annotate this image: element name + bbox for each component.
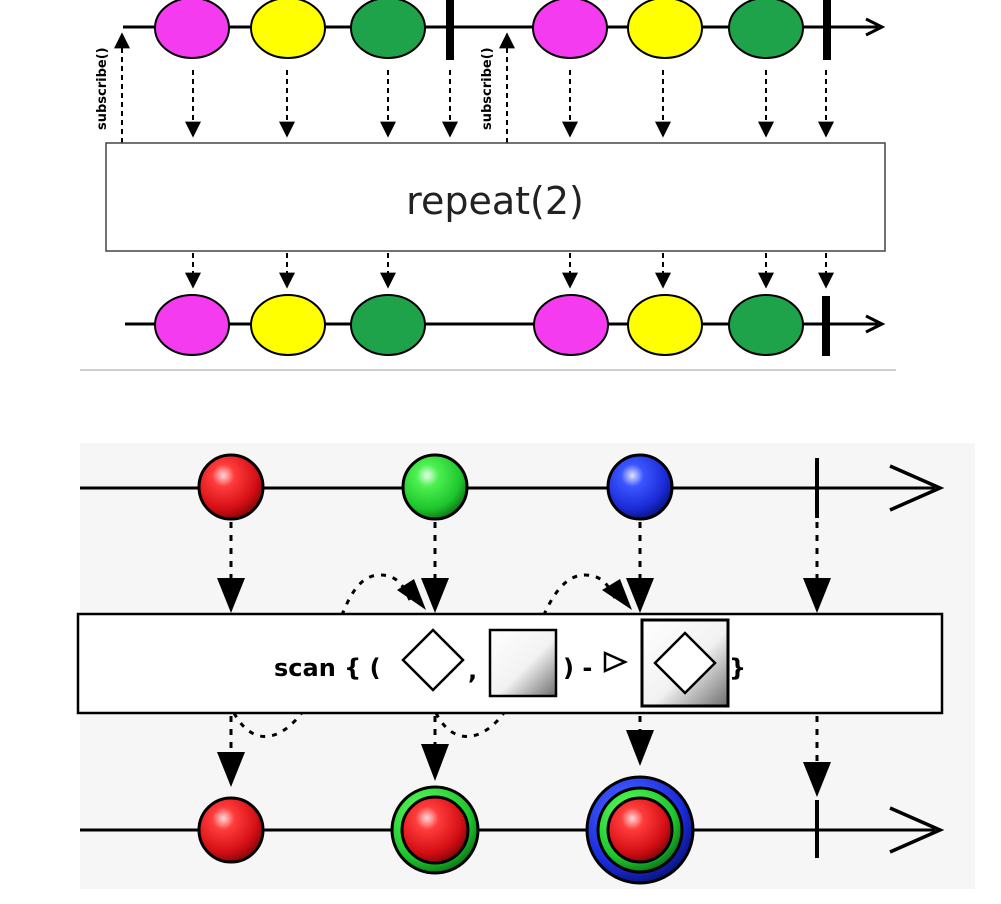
- result-marble-green: [728, 294, 804, 356]
- source-marble-green: [350, 0, 426, 59]
- source-marble-magenta: [532, 0, 608, 59]
- subscribe-label-1: subscribe(): [95, 47, 110, 130]
- scan-label-prefix: scan { (: [274, 654, 381, 682]
- scan-accumulator-feedback-arrows: [232, 573, 632, 738]
- result-marble-red: [197, 796, 265, 864]
- source-marble-red: [197, 453, 265, 521]
- result-marble-green: [350, 294, 426, 356]
- scan-panel-background: [80, 443, 975, 889]
- source-marble-yellow: [627, 0, 703, 59]
- subscribe-label-2: subscribe(): [480, 47, 495, 130]
- repeat-emission-arrows-in: [185, 70, 834, 138]
- result-marble-red-green-blue: [585, 775, 695, 885]
- repeat-emission-arrows-out: [185, 253, 834, 289]
- accumulator-diamond-icon: [401, 628, 465, 692]
- result-marble-magenta: [533, 294, 609, 356]
- source-marble-magenta: [154, 0, 230, 59]
- result-arrow-icon: [603, 651, 629, 673]
- scan-operator-box: [76, 612, 944, 715]
- source-marble-blue: [606, 453, 674, 521]
- result-square-icon: [640, 618, 730, 708]
- repeat-marble-diagram: subscribe() subscribe() repeat(2): [80, 0, 896, 371]
- source-complete-marker: [446, 0, 454, 60]
- scan-emission-arrows-in: [217, 522, 831, 613]
- repeat-operator-box: [105, 142, 886, 252]
- result-marble-yellow: [250, 294, 326, 356]
- source-marble-yellow: [250, 0, 326, 59]
- result-diamond-icon: [653, 631, 717, 695]
- scan-source-timeline: [80, 464, 945, 512]
- scan-label-suffix: }: [729, 654, 746, 682]
- scan-operator-label: scan { ( , ) - }: [274, 618, 746, 708]
- result-marble-yellow: [627, 294, 703, 356]
- result-complete-marker: [822, 296, 830, 356]
- source-complete-marker: [823, 0, 831, 60]
- scan-label-arrow: ) -: [563, 654, 592, 682]
- scan-label-comma: ,: [468, 657, 477, 685]
- item-square-icon: [488, 628, 558, 698]
- scan-emission-arrows-out: [217, 716, 831, 797]
- result-marble-magenta: [154, 294, 230, 356]
- result-marble-red-green: [390, 785, 480, 875]
- source-marble-green: [401, 453, 469, 521]
- repeat-operator-label: repeat(2): [406, 179, 584, 223]
- scan-result-timeline: [80, 806, 945, 854]
- source-marble-green: [728, 0, 804, 59]
